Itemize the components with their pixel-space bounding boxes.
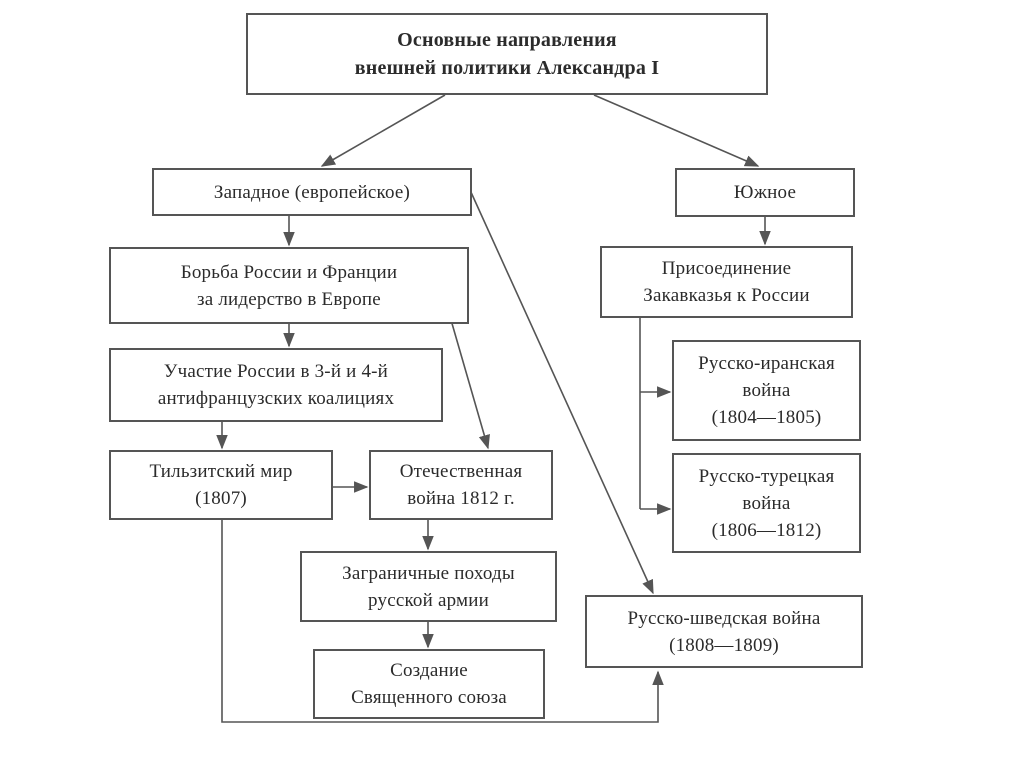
edge-west-sweden: [469, 189, 654, 595]
node-coalitions: Участие России в 3-й и 4-й антифранцузск…: [109, 348, 443, 422]
node-campaigns-label: Заграничные походы русской армии: [342, 562, 515, 611]
node-west: Западное (европейское): [152, 168, 472, 216]
node-holy-label: Создание Священного союза: [351, 660, 507, 708]
edge-tilsit-sweden: [221, 520, 664, 723]
node-struggle: Борьба России и Франции за лидерство в Е…: [109, 247, 469, 324]
node-root-label: Основные направления внешней политики Ал…: [354, 29, 660, 79]
node-patriotic-label: Отечественная война 1812 г.: [399, 461, 523, 509]
node-turkey: Русско-турецкая война (1806—1812): [672, 453, 861, 553]
node-south-label: Южное: [733, 182, 797, 203]
node-tilsit: Тильзитский мир (1807): [109, 450, 333, 520]
node-struggle-label: Борьба России и Франции за лидерство в Е…: [180, 261, 398, 310]
node-south: Южное: [675, 168, 855, 217]
node-west-label: Западное (европейское): [213, 181, 411, 203]
node-transcaucasia: Присоединение Закавказья к России: [600, 246, 853, 318]
node-campaigns: Заграничные походы русской армии: [300, 551, 557, 622]
node-turkey-label: Русско-турецкая война (1806—1812): [698, 465, 835, 541]
node-sweden: Русско-шведская война (1808—1809): [585, 595, 863, 668]
node-tilsit-label: Тильзитский мир (1807): [149, 461, 293, 509]
edge-struggle-patriotic: [450, 319, 490, 450]
edge-root-south: [593, 94, 760, 167]
node-patriotic: Отечественная война 1812 г.: [369, 450, 553, 520]
node-iran-label: Русско-иранская война (1804—1805): [698, 353, 835, 428]
edge-root-west: [320, 94, 446, 167]
node-holy: Создание Священного союза: [313, 649, 545, 719]
node-coalitions-label: Участие России в 3-й и 4-й антифранцузск…: [157, 361, 395, 409]
node-iran: Русско-иранская война (1804—1805): [672, 340, 861, 441]
node-root: Основные направления внешней политики Ал…: [246, 13, 768, 95]
node-sweden-label: Русско-шведская война (1808—1809): [627, 607, 821, 656]
node-transcaucasia-label: Присоединение Закавказья к России: [643, 258, 810, 306]
